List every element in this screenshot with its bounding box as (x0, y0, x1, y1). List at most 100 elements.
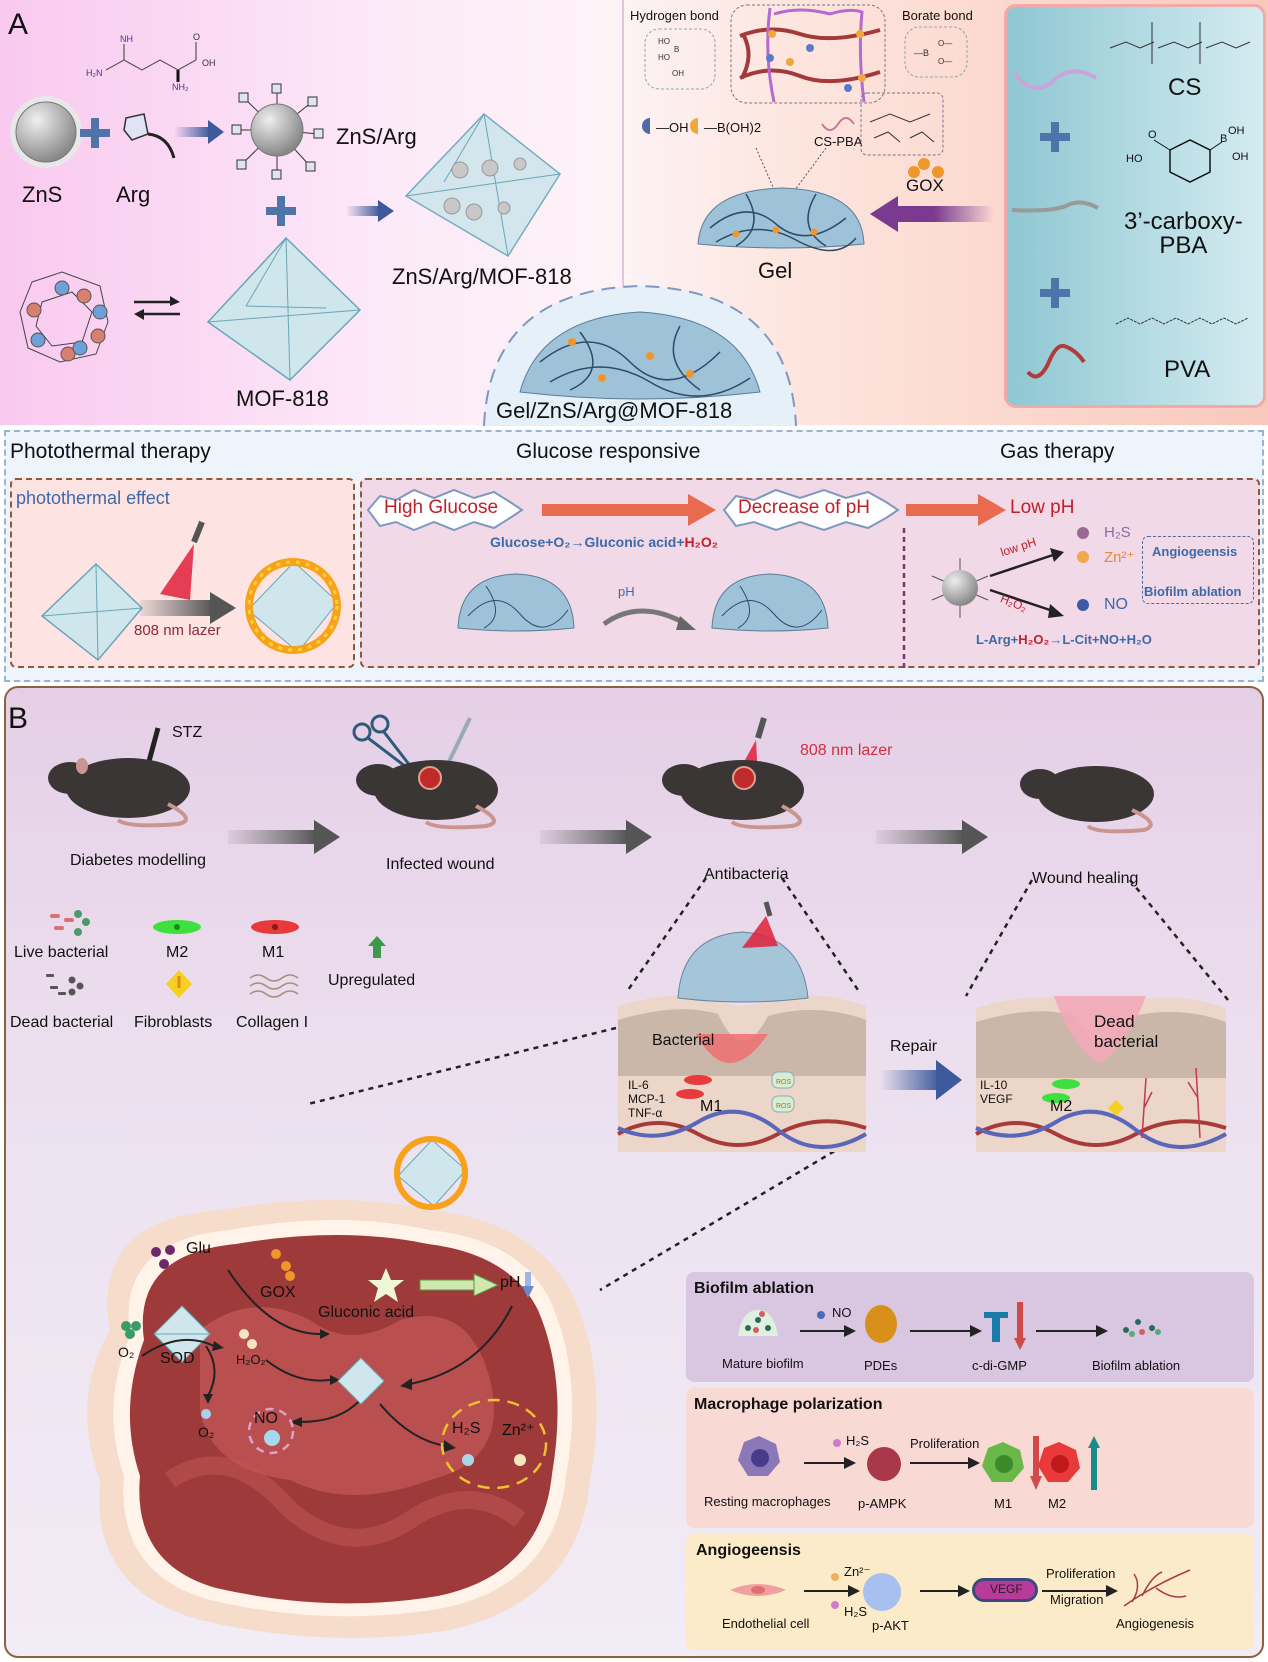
arrow-right-icon (910, 1457, 980, 1469)
mof-octahedron-icon (153, 1305, 211, 1363)
arrow-h2o2-icon (989, 588, 1064, 618)
m1-cell-icon (251, 920, 299, 934)
arrow-right-icon (542, 494, 716, 526)
h2s-dot-icon (833, 1439, 841, 1447)
svg-text:OH: OH (1232, 151, 1249, 163)
laser-label: 808 nm lazer (134, 622, 221, 639)
dead-bacterial-line2: bacterial (1094, 1032, 1159, 1051)
cs-label: CS (1168, 74, 1202, 101)
loaded-mof-octahedron-icon (404, 112, 561, 258)
legend-m1: M1 (262, 944, 285, 961)
header-glucose: Glucose responsive (516, 440, 701, 463)
pdes-icon (865, 1305, 897, 1343)
cs-pba-label: CS-PBA (814, 134, 863, 149)
downregulated-arrow-icon (1030, 1436, 1042, 1490)
h2o2-dots-icon (239, 1329, 257, 1349)
svg-text:HO: HO (658, 53, 670, 62)
p-akt-label: p-AKT (872, 1618, 909, 1633)
photothermal-effect-label: photothermal effect (16, 488, 170, 508)
cs-pba-structure-icon (860, 92, 944, 156)
vegf-badge (972, 1578, 1038, 1602)
endothelial-cell-icon (730, 1584, 786, 1596)
plus-icon (1040, 122, 1070, 152)
gas-release-circle-icon (440, 1398, 548, 1490)
angio-migration-label: Migration (1050, 1592, 1104, 1607)
cs-strand-icon (1012, 69, 1098, 90)
step-healing-label: Wound healing (1032, 870, 1139, 887)
zns-arg-mof-label: ZnS/Arg/MOF-818 (392, 264, 572, 289)
composite-dome-icon (483, 284, 797, 427)
carboxy-pba-label-line2: PBA (1159, 232, 1208, 259)
mof-octahedron-icon (40, 562, 144, 662)
arrow-right-icon (910, 1325, 982, 1337)
c-di-gmp-label: c-di-GMP (972, 1358, 1027, 1373)
repair-arrow-icon (880, 1060, 962, 1100)
ph-mech-label: pH (500, 1274, 521, 1291)
m2-tissue-label: M2 (1050, 1098, 1073, 1115)
hydroxyl-legend-icon (642, 118, 650, 134)
glucose-equation: Glucose+O₂→Gluconic acid+H₂O₂ (490, 534, 718, 550)
arrow-right-icon (174, 120, 224, 144)
cs-pba-strand-icon (821, 117, 855, 131)
angio-proliferation-label: Proliferation (1046, 1566, 1116, 1581)
resting-macrophage-icon (738, 1436, 780, 1476)
pva-label: PVA (1164, 356, 1211, 383)
nitric-oxide-equation: L-Arg+H₂O₂→L-Cit+NO+H₂O (976, 632, 1152, 647)
h2o2-mech-label: H₂O₂ (236, 1352, 266, 1367)
svg-text:HO: HO (1126, 153, 1143, 165)
vegf-label: VEGF (990, 1582, 1023, 1596)
mature-biofilm-icon (738, 1310, 778, 1336)
laser-beam-icon (160, 520, 205, 600)
zns-label: ZnS (22, 182, 63, 207)
svg-text:O: O (1148, 129, 1157, 141)
legend-dead-bacterial: Dead bacterial (10, 1014, 114, 1031)
live-bacteria-icon (50, 910, 90, 936)
laser-step-label: 808 nm lazer (800, 742, 893, 759)
header-gas: Gas therapy (1000, 440, 1115, 463)
arg-label: Arg (116, 182, 151, 207)
h2s-dot-icon (831, 1601, 839, 1609)
svg-text:B: B (674, 45, 679, 54)
m1-macrophage-label: M1 (994, 1496, 1013, 1511)
legend-live-bacterial: Live bacterial (14, 944, 109, 961)
mof-label: MOF-818 (236, 386, 329, 411)
svg-text:H₂N: H₂N (86, 68, 103, 78)
p-ampk-icon (867, 1447, 901, 1481)
arrow-right-icon (540, 820, 652, 854)
mof-octahedron-icon (337, 1357, 385, 1405)
zns-sphere-icon (10, 96, 82, 168)
o2-dots-icon (121, 1321, 141, 1339)
gluconic-acid-star-icon (368, 1268, 404, 1302)
legend-collagen: Collagen I (236, 1014, 309, 1031)
borate-bond-structure-icon: —BO—O— (904, 26, 968, 78)
m2-macrophage-label: M2 (1048, 1496, 1067, 1511)
angio-h2s-label: H₂S (844, 1604, 868, 1619)
gas-effects-box (1142, 536, 1254, 604)
ros-label-2: ROS (776, 1103, 792, 1110)
dead-bacteria-icon (46, 974, 84, 996)
heated-mof-icon (245, 558, 341, 654)
macrophage-panel-title: Macrophage polarization (694, 1396, 883, 1413)
m1-tissue-label: M1 (700, 1098, 723, 1115)
svg-text:O: O (193, 32, 200, 42)
infected-tissue-icon: ROS ROS (617, 901, 868, 1152)
p-ampk-label: p-AMPK (858, 1496, 907, 1511)
healed-tissue-icon (975, 996, 1227, 1152)
glu-label: Glu (186, 1240, 211, 1257)
pva-structure-icon (1115, 317, 1249, 325)
arrow-right-icon (228, 820, 340, 854)
pva-strand-icon (1026, 343, 1086, 379)
o2-in-label: O₂ (118, 1344, 135, 1360)
high-glucose-burst-icon (366, 488, 524, 532)
marker-mcp1: MCP-1 (628, 1092, 666, 1106)
biofilm-panel-title: Biofilm ablation (694, 1280, 814, 1297)
cs-structure-icon (1109, 22, 1251, 64)
hydrogen-bond-label: Hydrogen bond (630, 8, 719, 23)
wounded-mouse-icon (352, 714, 498, 830)
zns-arg-particle-icon (931, 558, 989, 618)
gox-label: GOX (906, 176, 944, 195)
upregulated-arrow-icon (368, 936, 386, 958)
o2-out-dot-icon (201, 1409, 211, 1419)
gel-dome-icon (697, 147, 865, 252)
arrow-right-icon (800, 1325, 856, 1337)
